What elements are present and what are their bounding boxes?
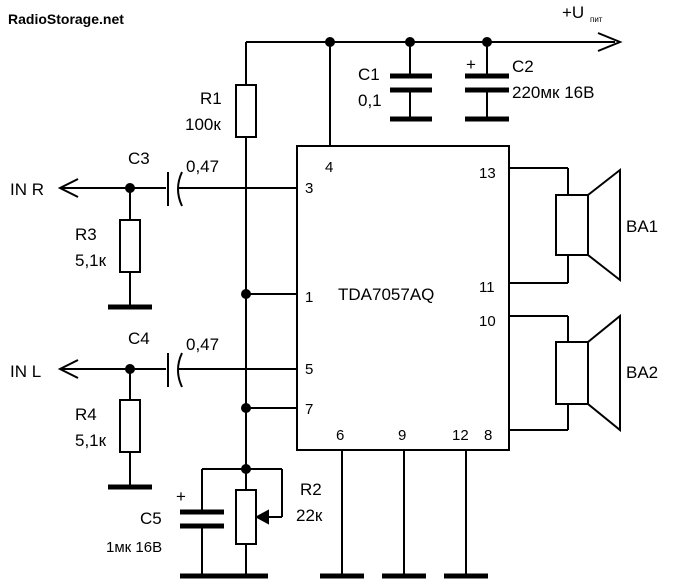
r1-ref: R1 — [200, 89, 222, 108]
ic-name: TDA7057AQ — [338, 285, 434, 304]
pin-7: 7 — [305, 401, 313, 418]
c5-polarity: + — [176, 487, 186, 506]
pin-8: 8 — [484, 427, 492, 444]
c5-ref: C5 — [140, 509, 162, 528]
c2-ref: C2 — [512, 57, 534, 76]
c2-value: 220мк 16В — [512, 83, 594, 102]
input-right-label: IN R — [10, 180, 44, 199]
r2-ref: R2 — [300, 480, 322, 499]
c4-value: 0,47 — [186, 335, 219, 354]
r3-ref: R3 — [75, 225, 97, 244]
pin-3: 3 — [305, 180, 313, 197]
r3-value: 5,1к — [75, 251, 107, 270]
input-right-path: IN R C3 0,47 R3 5,1к — [10, 149, 297, 310]
pin-13: 13 — [479, 165, 496, 182]
c4-ref: C4 — [128, 329, 150, 348]
ic-tda7057aq: TDA7057AQ 4 3 1 5 7 6 9 12 8 13 11 10 — [296, 42, 510, 451]
ground-pins — [320, 450, 488, 579]
ba2-ref: BA2 — [626, 363, 658, 382]
r1-value: 100к — [185, 115, 221, 134]
r4-ref: R4 — [75, 405, 97, 424]
speaker-ba1: BA1 — [509, 167, 658, 284]
input-left-label: IN L — [10, 362, 41, 381]
speaker-ba2: BA2 — [509, 313, 658, 433]
bias-connections — [241, 289, 297, 413]
pin-9: 9 — [398, 427, 406, 444]
supply-subscript: пит — [590, 15, 603, 24]
r2-value: 22к — [296, 506, 323, 525]
pin-1: 1 — [305, 289, 313, 306]
pin-11: 11 — [479, 279, 495, 296]
capacitor-c1: C1 0,1 — [358, 42, 432, 122]
pin-6: 6 — [336, 427, 344, 444]
pin-10: 10 — [479, 313, 496, 330]
c3-value: 0,47 — [186, 157, 219, 176]
capacitor-c5: + C5 1мк 16В — [106, 468, 246, 579]
pin-12: 12 — [452, 427, 469, 444]
c5-value: 1мк 16В — [106, 539, 162, 556]
c1-ref: C1 — [358, 65, 380, 84]
site-name: RadioStorage.net — [8, 11, 124, 27]
pin-5: 5 — [305, 361, 313, 378]
resistor-r1: R1 100к — [185, 42, 257, 467]
c3-ref: C3 — [128, 149, 150, 168]
r4-value: 5,1к — [75, 431, 107, 450]
c1-value: 0,1 — [358, 91, 382, 110]
supply-label: +U — [562, 3, 584, 22]
input-left-path: IN L C4 0,47 R4 5,1к — [10, 329, 297, 490]
potentiometer-r2: R2 22к — [224, 464, 323, 579]
ba1-ref: BA1 — [626, 217, 658, 236]
c2-polarity: + — [466, 55, 476, 74]
capacitor-c2: + C2 220мк 16В — [465, 42, 594, 122]
supply-rail: +U пит — [246, 3, 623, 52]
pin-4: 4 — [325, 159, 333, 176]
